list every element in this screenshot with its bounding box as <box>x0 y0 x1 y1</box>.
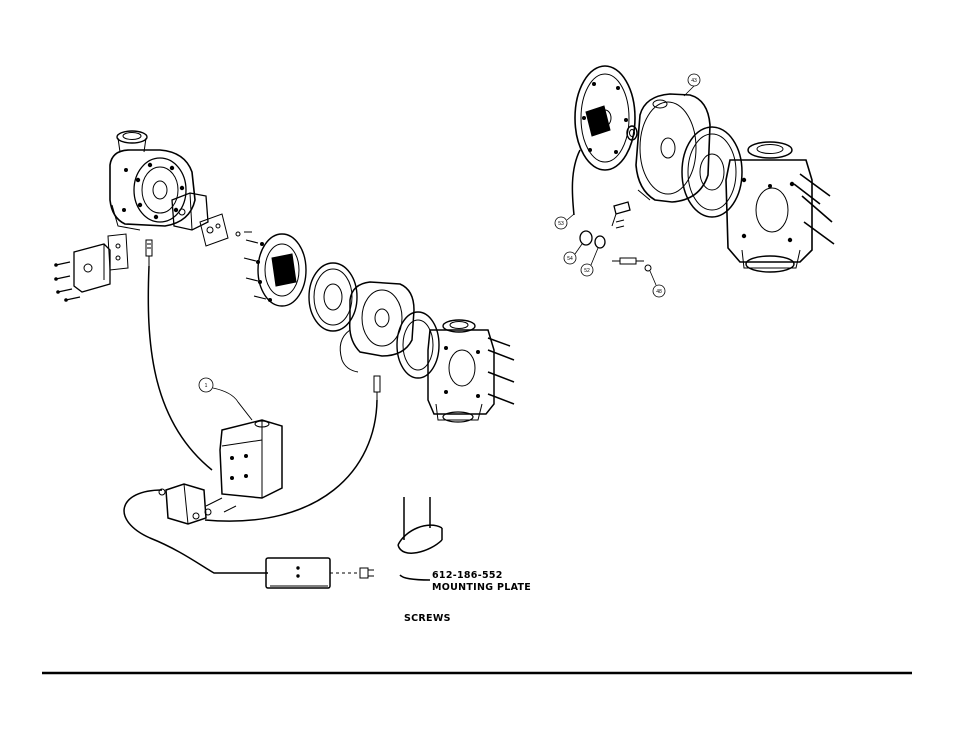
sensor-cable-left <box>148 266 212 470</box>
callout-48-label: 48 <box>656 289 662 295</box>
callout-53: 53 <box>555 214 574 229</box>
callout-43-label: 43 <box>691 78 697 84</box>
controller-unit <box>220 402 282 498</box>
power-cable <box>124 490 268 573</box>
diaphragm-plate-1 <box>244 234 306 306</box>
power-supply <box>266 558 374 588</box>
diaphragm-disc-right <box>397 312 439 378</box>
valve-block-left <box>54 234 128 302</box>
assembled-pump-body <box>110 131 208 230</box>
mounting-plate-label: MOUNTING PLATE <box>432 582 531 593</box>
manifold-housing-left <box>428 320 514 422</box>
diaphragm-plate-right <box>572 66 635 215</box>
callout-43: 43 <box>684 74 700 96</box>
sensor-cable-right <box>205 400 377 521</box>
callout-48: 48 <box>650 271 665 297</box>
diaphragm-disc-right-2 <box>682 127 742 217</box>
sensor-probe-left <box>146 240 152 266</box>
screws-label: SCREWS <box>404 613 451 624</box>
callout-54: 54 <box>564 244 582 264</box>
mounting-plate-detail <box>398 497 442 580</box>
callout-52-label: 52 <box>584 268 590 274</box>
callout-1-label: 1 <box>205 383 208 389</box>
gasket-plate-left <box>200 214 252 246</box>
callout-53-label: 53 <box>558 221 564 227</box>
part-number-label: 612-186-552 <box>432 570 503 581</box>
callout-54-label: 54 <box>567 256 573 262</box>
callout-52: 52 <box>581 248 598 276</box>
manifold-housing-right <box>726 142 834 272</box>
outer-chamber-right <box>636 94 710 202</box>
junction-box <box>159 484 236 524</box>
fittings-right <box>580 202 651 271</box>
callout-1: 1 <box>199 378 238 402</box>
